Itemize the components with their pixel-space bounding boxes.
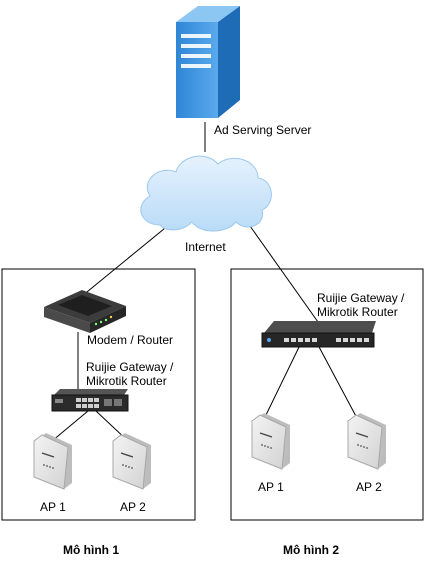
gateway-switch-icon (261, 321, 376, 348)
internet-label: Internet (185, 240, 226, 254)
modem-router-icon (44, 290, 126, 333)
ap1-model1-label: AP 1 (40, 500, 66, 514)
model1-box (1, 268, 196, 521)
access-point-icon (112, 433, 151, 490)
ap2-model2-label: AP 2 (356, 480, 382, 494)
modem-label: Modem / Router (87, 333, 174, 347)
model2-box (230, 268, 424, 521)
link-internet-gateway2 (249, 225, 319, 323)
link-internet-modem (81, 223, 171, 297)
server-label: Ad Serving Server (214, 123, 312, 137)
model2-caption: Mô hình 2 (283, 543, 339, 557)
cloud-icon (140, 155, 272, 232)
ap1-model2-label: AP 1 (258, 480, 284, 494)
gateway2-label: Ruijie Gateway / Mikrotik Router (317, 291, 405, 319)
link-gateway2-ap1 (265, 344, 301, 416)
server-icon (176, 6, 240, 118)
link-gateway2-ap2 (317, 344, 359, 421)
model1-caption: Mô hình 1 (63, 543, 119, 557)
gateway-switch-icon (51, 389, 129, 412)
link-gateway1-ap1 (51, 410, 89, 442)
access-point-icon (33, 433, 72, 490)
access-point-icon (251, 413, 290, 470)
gateway1-label: Ruijie Gateway / Mikrotik Router (86, 360, 174, 388)
access-point-icon (347, 413, 386, 470)
ap2-model1-label: AP 2 (120, 500, 146, 514)
